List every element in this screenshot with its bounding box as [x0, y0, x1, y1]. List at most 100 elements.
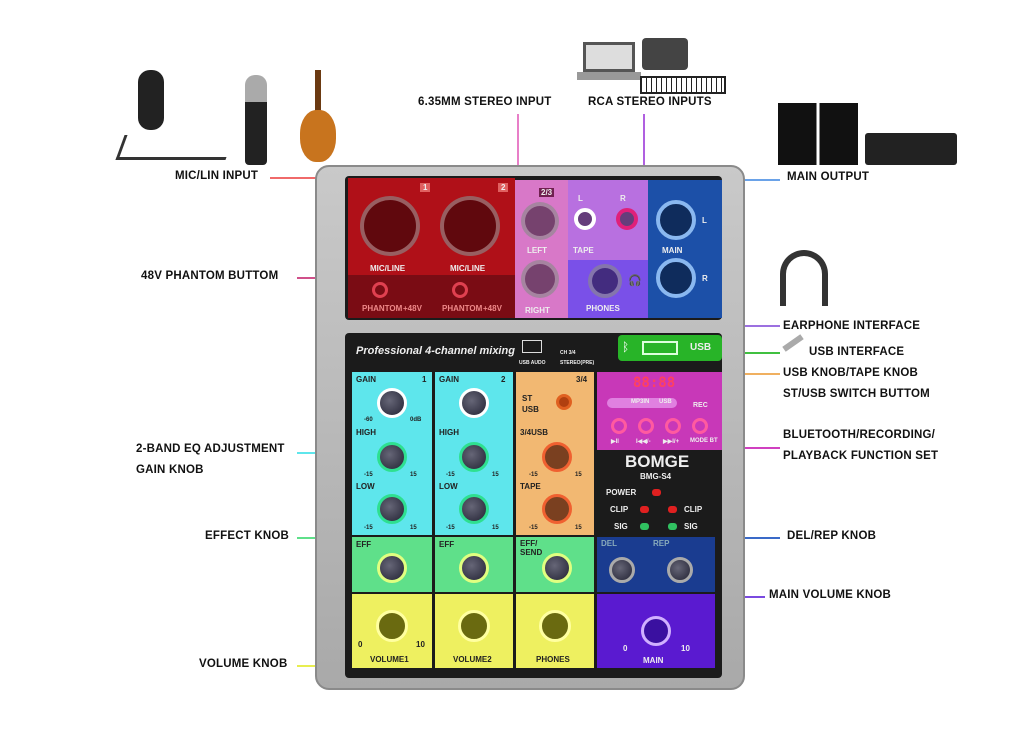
del-knob[interactable]	[609, 557, 635, 583]
usb-level-min: -15	[529, 472, 538, 478]
main-volume-zone: 0 10 MAIN	[597, 594, 715, 668]
del-rep-zone: DEL REP	[597, 537, 715, 592]
jack-left[interactable]	[521, 202, 559, 240]
tape-level-knob[interactable]	[542, 494, 572, 524]
eff-knob-1[interactable]	[377, 553, 407, 583]
main-label: MAIN	[662, 246, 683, 255]
ch34-label: CH 3/4	[560, 350, 576, 356]
clip-led-l	[640, 506, 649, 513]
main-volume-label: MAIN	[643, 656, 664, 665]
main-max: 10	[681, 644, 690, 653]
high-label-1: HIGH	[356, 428, 376, 437]
phantom-button-2[interactable]	[452, 282, 468, 298]
usb-switch-label: USB	[522, 405, 539, 414]
guitar-image	[300, 70, 336, 162]
main-l-jack[interactable]	[656, 200, 696, 240]
gain-knob-1[interactable]	[377, 388, 407, 418]
usb-level-max: 15	[575, 472, 582, 478]
line-usbknob	[720, 373, 780, 375]
rep-knob[interactable]	[667, 557, 693, 583]
stereo-pre-label: STEREO(PRE)	[560, 360, 595, 366]
label-bt-2: PLAYBACK FUNCTION SET	[783, 450, 939, 462]
amplifier-image	[865, 133, 957, 165]
label-effect-knob: EFFECT KNOB	[205, 530, 289, 542]
label-usb-tape-knob: USB KNOB/TAPE KNOB	[783, 367, 919, 379]
low-min-1: -15	[364, 525, 373, 531]
ch1-number: 1	[420, 183, 431, 192]
handheld-mic-image	[245, 75, 267, 165]
left-label: LEFT	[527, 246, 547, 255]
mic-line-label-2: MIC/LINE	[450, 264, 486, 273]
volume-knob-1[interactable]	[376, 610, 408, 642]
channel-number-1: 1	[422, 375, 427, 384]
main-min: 0	[623, 644, 628, 653]
mode-bt-button[interactable]	[692, 418, 708, 434]
sig-led-l	[640, 523, 649, 530]
line-635	[517, 114, 519, 204]
usb-level-knob[interactable]	[542, 442, 572, 472]
main-r-jack[interactable]	[656, 258, 696, 298]
gain-knob-2[interactable]	[459, 388, 489, 418]
play-pause-button[interactable]	[611, 418, 627, 434]
low-label-1: LOW	[356, 482, 375, 491]
eff-send-knob[interactable]	[542, 553, 572, 583]
low-knob-1[interactable]	[377, 494, 407, 524]
line-usb	[720, 352, 780, 354]
phantom-button-1[interactable]	[372, 282, 388, 298]
v48-label-1: +48V	[403, 304, 422, 313]
line-main-out	[725, 179, 780, 181]
line-mic	[270, 177, 350, 179]
low-label-2: LOW	[439, 482, 458, 491]
channel-1-eq-zone: GAIN 1 -60 0dB HIGH -15 15 LOW -15 15	[352, 372, 432, 535]
gain-max-1: 0dB	[410, 417, 422, 423]
channel-number-2: 2	[501, 375, 506, 384]
phones-jack[interactable]	[588, 264, 622, 298]
mic-line-label-1: MIC/LINE	[370, 264, 406, 273]
tape-knob-label: TAPE	[520, 482, 541, 491]
phones-volume-knob[interactable]	[539, 610, 571, 642]
label-usb-interface: USB INTERFACE	[809, 346, 905, 358]
prev-button[interactable]	[638, 418, 654, 434]
stereo-635-zone: 2/3 LEFT RIGHT	[515, 180, 568, 318]
phones-volume-zone: PHONES	[516, 594, 594, 668]
eff-label-1: EFF	[356, 540, 372, 549]
channel-2-volume-zone: VOLUME2	[435, 594, 513, 668]
high-max-2: 15	[492, 472, 499, 478]
gain-min-1: -60	[364, 417, 373, 423]
play-pause-label: ▶II	[611, 439, 619, 445]
volume-knob-2[interactable]	[458, 610, 490, 642]
sig-label-l: SIG	[614, 522, 628, 531]
next-button[interactable]	[665, 418, 681, 434]
bluetooth-player-zone: 88:88 MP3IN USB REC ▶II I◀◀/- ▶▶I/+ MODE…	[597, 372, 722, 450]
line-bt	[720, 447, 780, 449]
high-knob-2[interactable]	[459, 442, 489, 472]
v48-label-2: +48V	[483, 304, 502, 313]
vol-min-1: 0	[358, 640, 363, 649]
high-knob-1[interactable]	[377, 442, 407, 472]
low-knob-2[interactable]	[459, 494, 489, 524]
boombox-image	[642, 38, 688, 70]
led-display: 88:88	[633, 375, 676, 391]
channel-1-volume-zone: 0 10 VOLUME1	[352, 594, 432, 668]
main-volume-knob[interactable]	[641, 616, 671, 646]
phantom-label-2: PHANTOM	[442, 304, 483, 313]
phones-zone: 🎧 PHONES	[568, 260, 648, 318]
eff-knob-2[interactable]	[459, 553, 489, 583]
jack-right[interactable]	[521, 260, 559, 298]
xlr-combo-jack-1[interactable]	[360, 196, 420, 256]
main-l-label: L	[702, 216, 707, 225]
brand-logo: BOMGE	[625, 452, 690, 471]
xlr-combo-jack-2[interactable]	[440, 196, 500, 256]
st-usb-switch-button[interactable]	[556, 394, 572, 410]
label-rca-inputs: RCA STEREO INPUTS	[588, 96, 712, 108]
usb34-label: 3/4USB	[520, 428, 549, 437]
high-min-2: -15	[446, 472, 455, 478]
power-led	[652, 489, 661, 496]
usb-port-zone[interactable]: ᛒ USB	[618, 335, 722, 361]
line-delrep	[720, 537, 780, 539]
mp3in-label: MP3IN	[631, 399, 650, 405]
ch23-number: 2/3	[539, 188, 555, 197]
rca-right-jack[interactable]	[616, 208, 638, 230]
rca-left-jack[interactable]	[574, 208, 596, 230]
tape-r-label: R	[620, 194, 626, 203]
